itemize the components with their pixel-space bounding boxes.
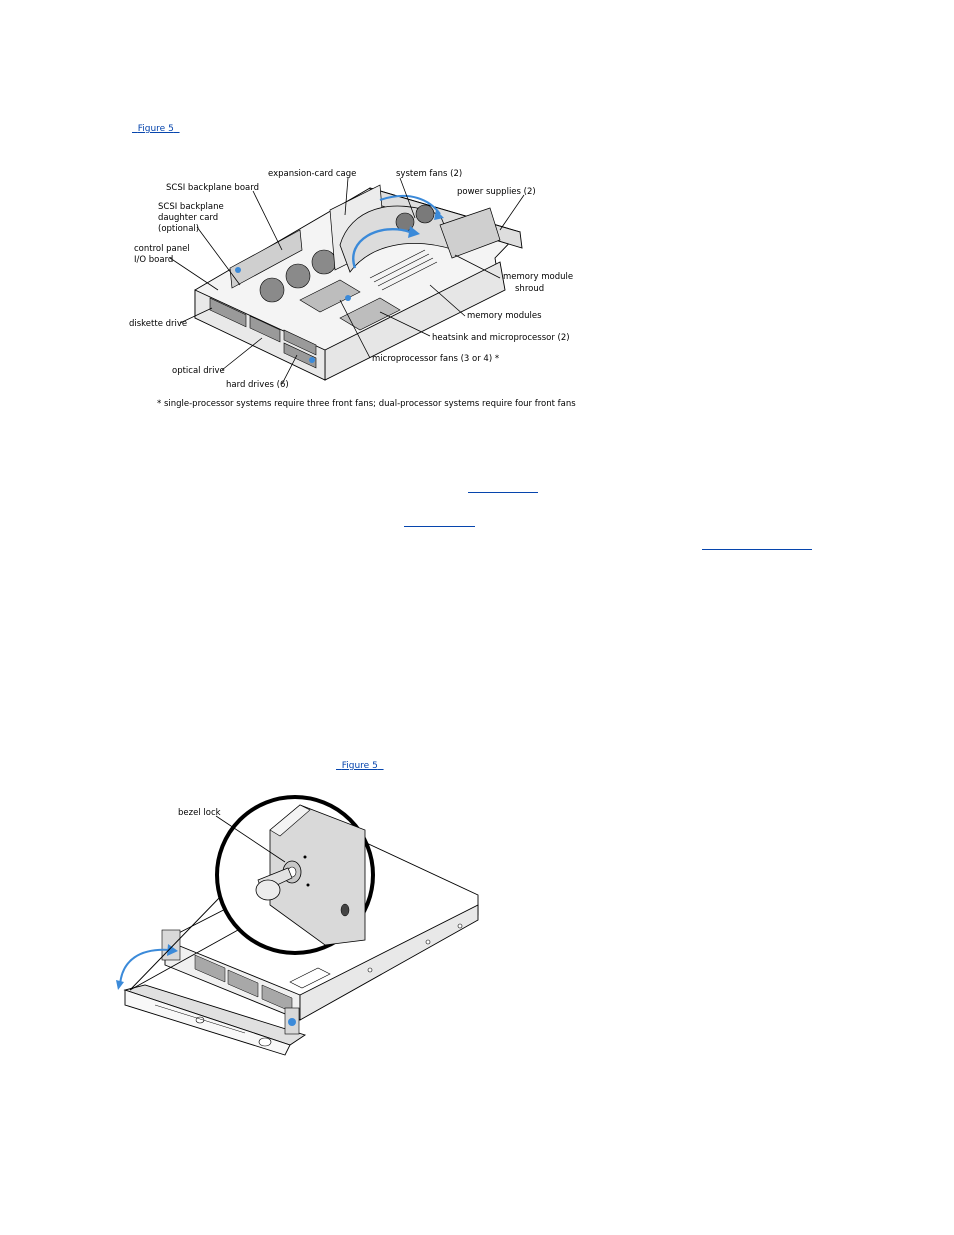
label-control-panel-1: control panel: [134, 244, 190, 254]
label-microprocessor-fans: microprocessor fans (3 or 4) *: [372, 354, 499, 364]
label-memory-shroud-2: shroud: [515, 284, 544, 294]
label-scsi-daughter-1: SCSI backplane: [158, 202, 224, 212]
label-scsi-daughter-2: daughter card: [158, 213, 218, 223]
body-link-3[interactable]: [702, 548, 812, 550]
label-scsi-backplane-board: SCSI backplane board: [166, 183, 259, 193]
label-hard-drives: hard drives (6): [226, 380, 289, 390]
label-system-fans: system fans (2): [396, 169, 462, 179]
label-bezel-lock: bezel lock: [178, 808, 221, 818]
chassis-drawing: [194, 184, 523, 381]
figure-footnote: * single-processor systems require three…: [157, 399, 576, 409]
body-link-1[interactable]: [468, 491, 538, 493]
figure-link-top[interactable]: Figure 5: [132, 114, 180, 134]
label-heatsink: heatsink and microprocessor (2): [432, 333, 570, 343]
label-memory-shroud-1: memory module: [503, 272, 573, 282]
figure-link-top-text: Figure 5: [137, 124, 174, 134]
label-expansion-card-cage: expansion-card cage: [268, 169, 356, 179]
figure-link-bezel-text: Figure 5: [341, 761, 378, 771]
leader-bezel-lock: [215, 815, 286, 863]
body-link-2[interactable]: [404, 525, 475, 527]
bezel-drawing: [116, 795, 479, 1056]
label-optical-drive: optical drive: [172, 366, 225, 376]
label-control-panel-2: I/O board: [134, 255, 173, 265]
label-power-supplies: power supplies (2): [457, 187, 536, 197]
label-diskette-drive: diskette drive: [129, 319, 187, 329]
figure-link-bezel[interactable]: Figure 5: [336, 751, 384, 771]
label-scsi-daughter-3: (optional): [158, 224, 199, 234]
leader-lines: [169, 177, 525, 385]
label-memory-modules: memory modules: [467, 311, 542, 321]
